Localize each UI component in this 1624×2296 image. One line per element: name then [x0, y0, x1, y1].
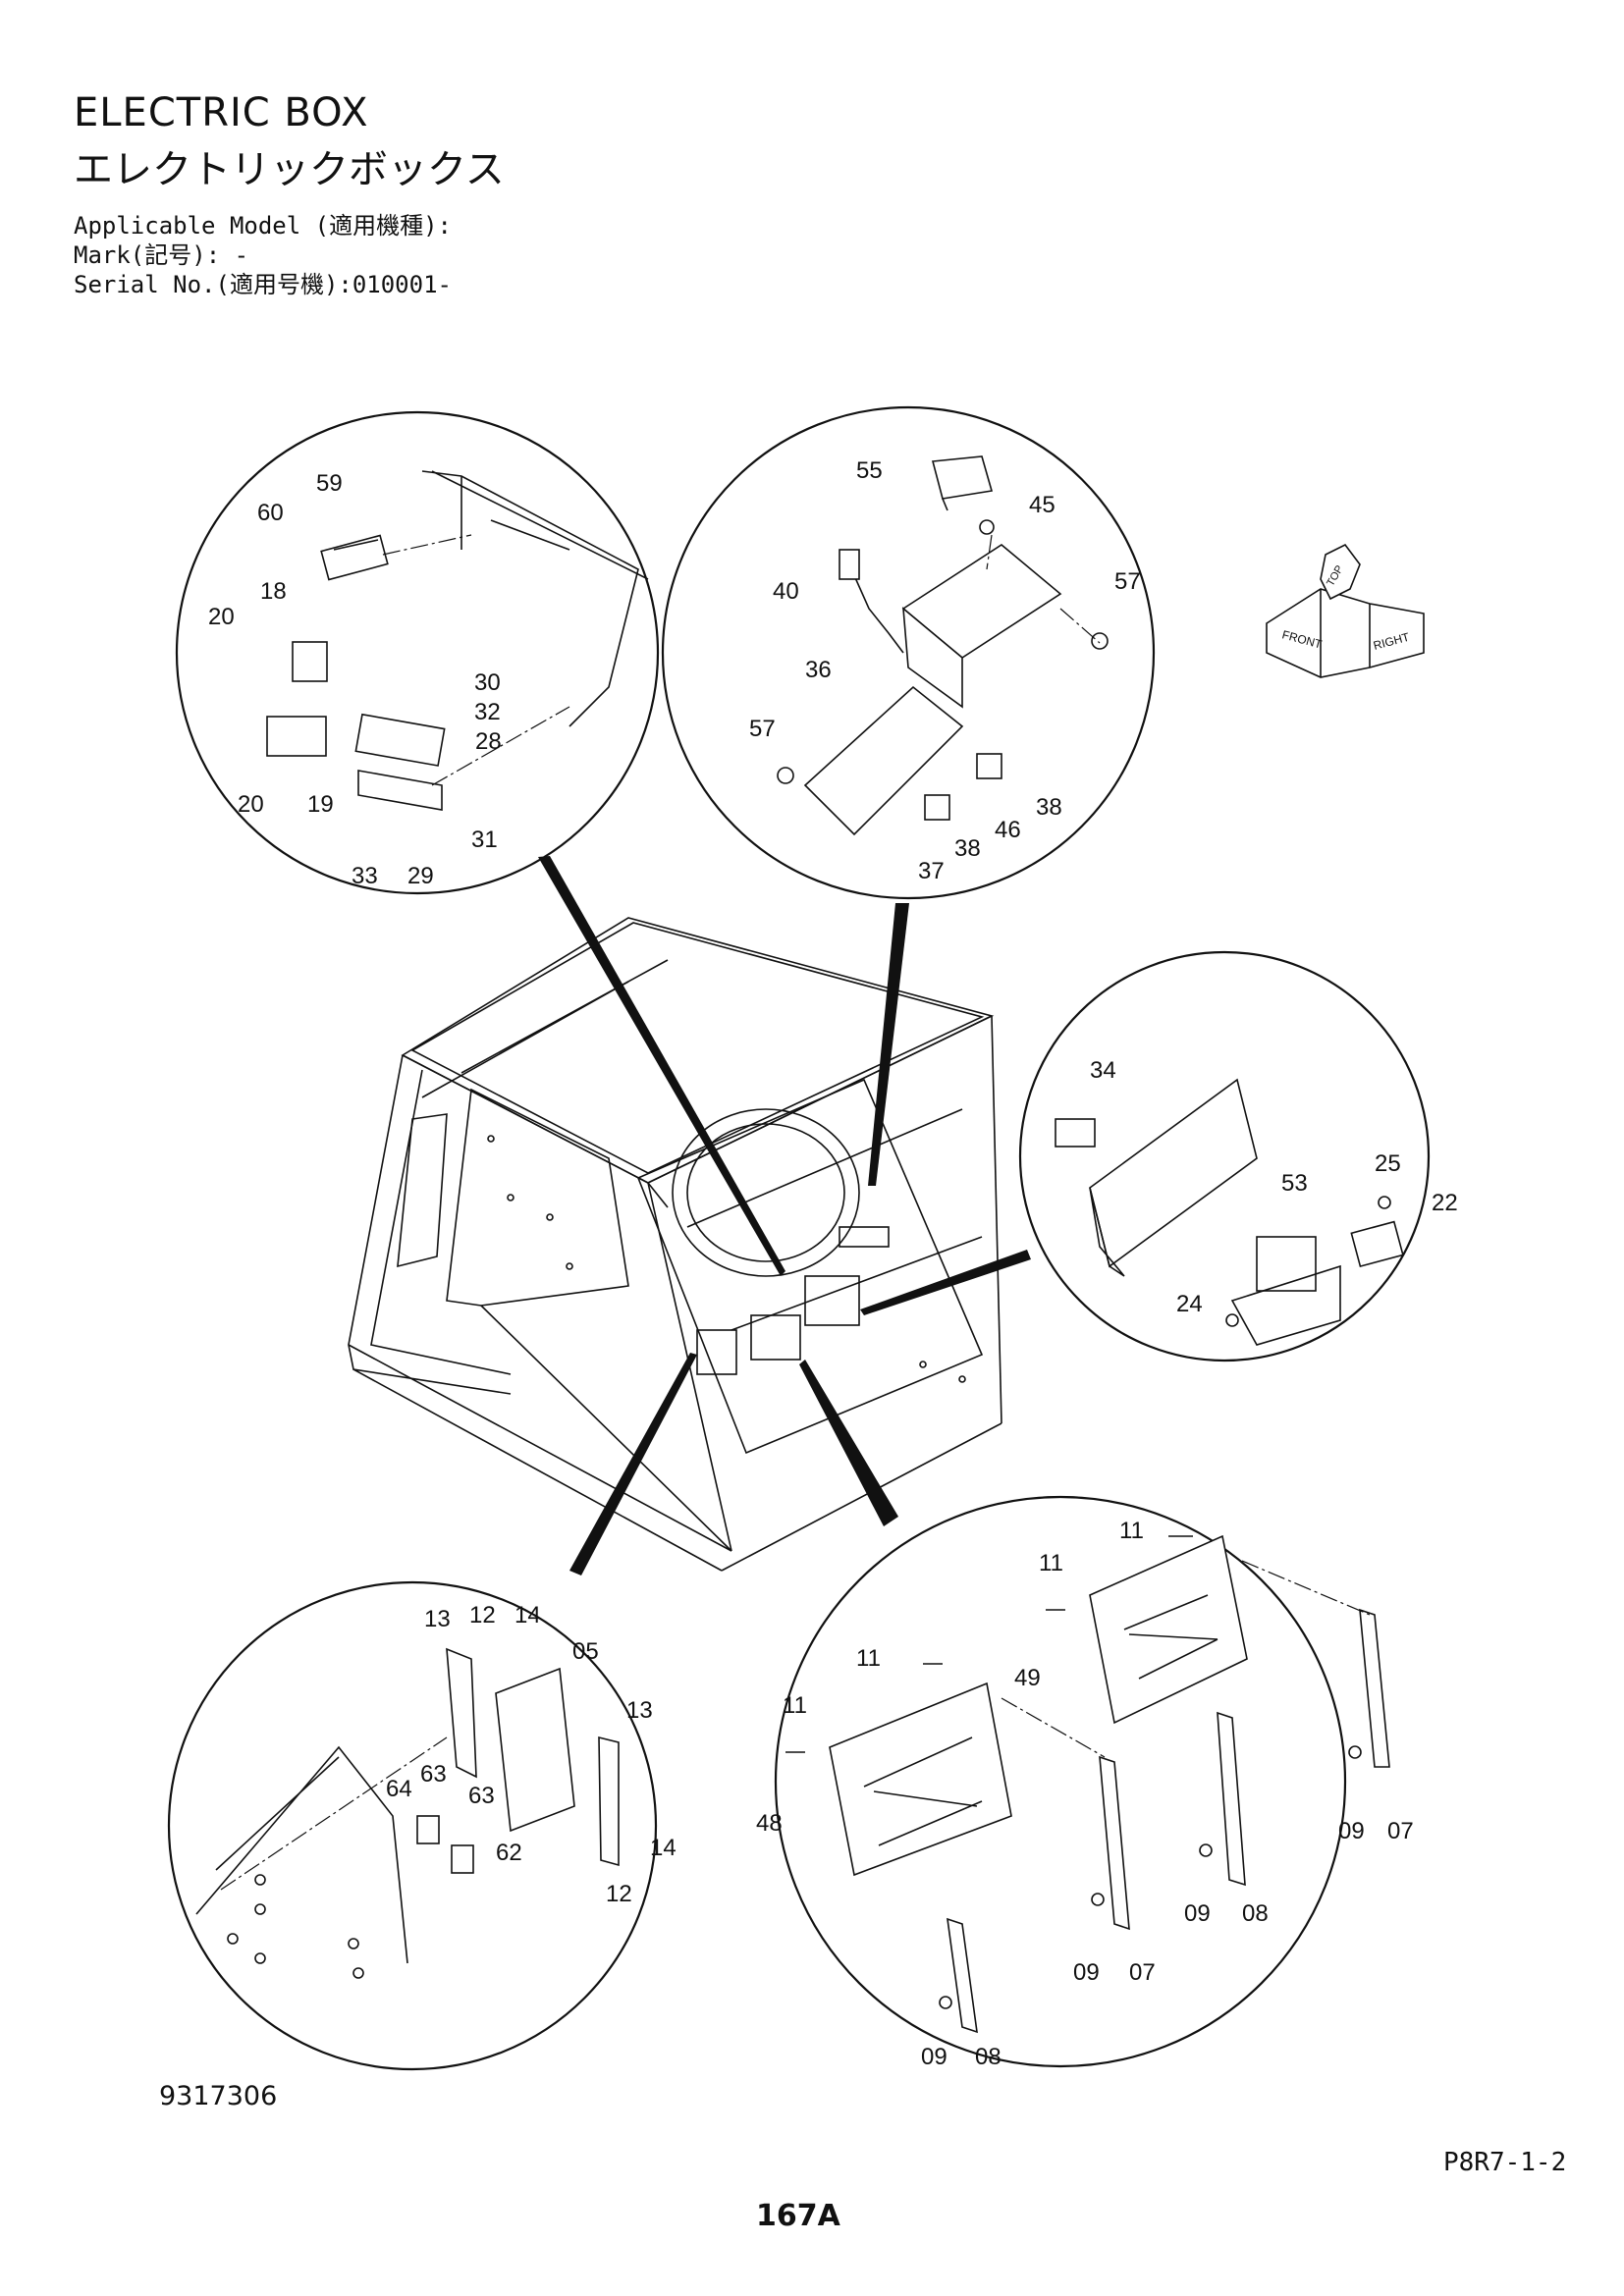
callout-number: 29	[407, 863, 434, 889]
callout-number: 19	[307, 791, 334, 818]
callout-number: 34	[1090, 1057, 1116, 1084]
sheet-reference: P8R7-1-2	[1443, 2148, 1567, 2177]
serial-number-line: Serial No.(適用号機):010001-	[74, 271, 452, 298]
title-japanese: エレクトリックボックス	[74, 147, 505, 192]
applicable-model-line: Applicable Model (適用機種):	[74, 212, 452, 240]
callout-number: 20	[238, 791, 264, 818]
callout-number: 11	[1119, 1518, 1144, 1544]
callout-number: 32	[474, 699, 501, 725]
callout-number: 07	[1387, 1818, 1414, 1844]
callout-number: 20	[208, 604, 235, 630]
callout-number: 60	[257, 500, 284, 526]
callout-number: 40	[773, 578, 799, 605]
callout-number: 09	[1184, 1900, 1211, 1927]
callout-number: 24	[1176, 1291, 1203, 1317]
detail-circle-bottom-right	[774, 1495, 1390, 2068]
callout-number: 08	[1242, 1900, 1269, 1927]
callout-number: 12	[606, 1881, 632, 1907]
callout-number: 22	[1432, 1190, 1458, 1216]
callout-number: 57	[1114, 568, 1141, 595]
callout-number: 09	[1073, 1959, 1100, 1986]
orientation-icon: TOP FRONT RIGHT	[1266, 543, 1425, 678]
callout-number: 31	[471, 827, 498, 853]
callout-number: 12	[469, 1602, 496, 1629]
callout-number: 57	[749, 716, 776, 742]
callout-number: 37	[918, 858, 945, 884]
callout-number: 09	[921, 2044, 947, 2070]
callout-number: 63	[420, 1761, 447, 1788]
callout-number: 14	[514, 1602, 541, 1629]
drawing-number: 9317306	[159, 2081, 278, 2111]
detail-circle-mid-right	[1018, 950, 1431, 1362]
callout-number: 11	[783, 1692, 807, 1719]
mark-line: Mark(記号): -	[74, 241, 249, 269]
leader-bars	[538, 856, 1031, 1575]
callout-number: 07	[1129, 1959, 1156, 1986]
callout-number: 09	[1338, 1818, 1365, 1844]
callout-number: 11	[1039, 1550, 1063, 1576]
callout-number: 33	[352, 863, 378, 889]
callout-number: 11	[856, 1645, 881, 1672]
callout-number: 18	[260, 578, 287, 605]
callout-number: 28	[475, 728, 502, 755]
callout-number: 38	[954, 835, 981, 862]
detail-circle-top-right	[661, 405, 1156, 900]
callout-number: 38	[1036, 794, 1062, 821]
callout-number: 08	[975, 2044, 1001, 2070]
callout-number: 49	[1014, 1665, 1041, 1691]
page-number: 167A	[756, 2199, 840, 2233]
callout-number: 59	[316, 470, 343, 497]
callout-number: 53	[1281, 1170, 1308, 1197]
callout-number: 46	[995, 817, 1021, 843]
callout-number: 14	[650, 1835, 677, 1861]
callout-number: 45	[1029, 492, 1056, 518]
callout-number: 62	[496, 1840, 522, 1866]
callout-number: 36	[805, 657, 832, 683]
callout-number: 25	[1375, 1150, 1401, 1177]
callout-number: 13	[424, 1606, 451, 1632]
detail-circle-top-left	[175, 410, 660, 895]
title-english: ELECTRIC BOX	[74, 90, 369, 135]
callout-number: 64	[386, 1776, 412, 1802]
callout-number: 63	[468, 1783, 495, 1809]
cab-frame-drawing	[348, 917, 1002, 1572]
callout-number: 55	[856, 457, 883, 484]
callout-number: 13	[626, 1697, 653, 1724]
callout-number: 05	[572, 1638, 599, 1665]
callout-number: 48	[756, 1810, 783, 1837]
detail-circle-bottom-left	[167, 1580, 658, 2071]
callout-number: 30	[474, 669, 501, 696]
